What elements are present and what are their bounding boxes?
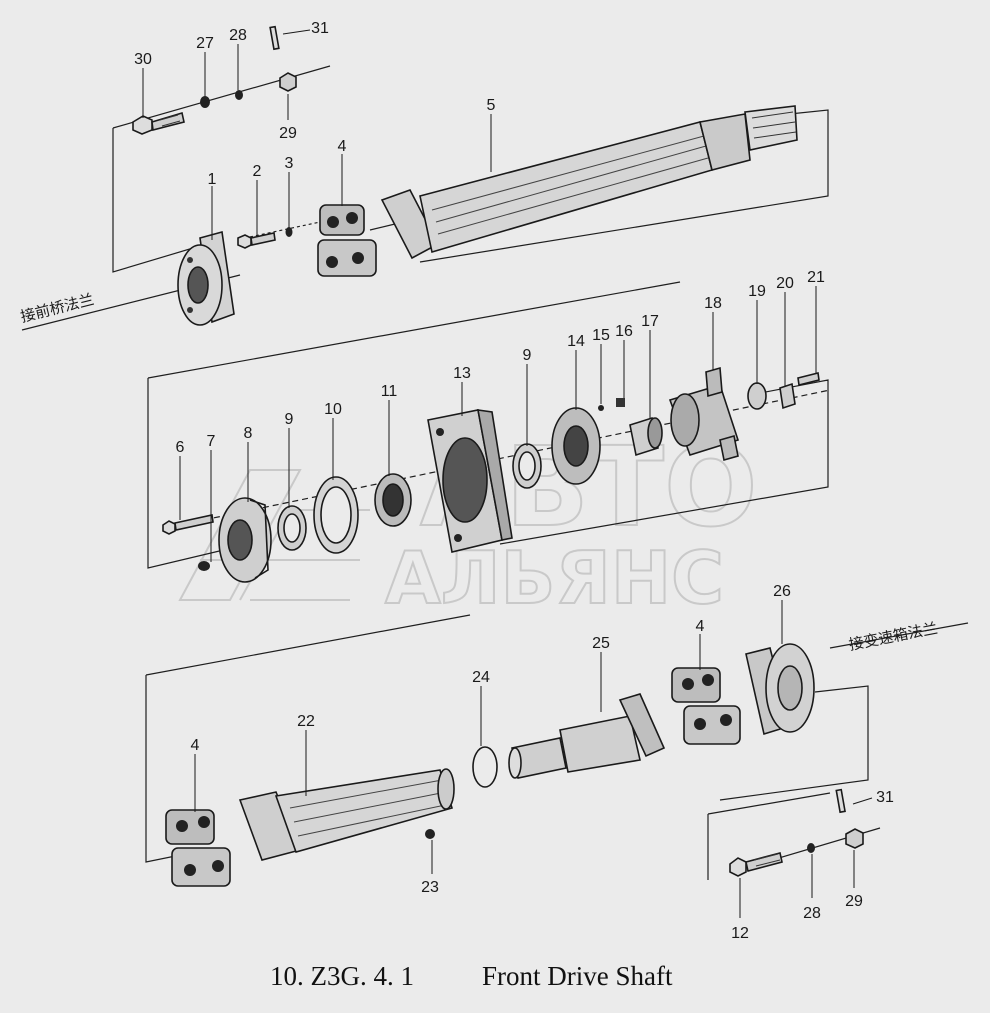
washer-28b <box>807 843 815 853</box>
callout-15: 15 <box>592 327 610 344</box>
callout-7: 7 <box>207 433 216 450</box>
callout-27: 27 <box>196 35 214 52</box>
callout-1: 1 <box>208 171 217 188</box>
sleeve-17 <box>629 416 663 457</box>
cotter-pin-31b <box>835 788 846 814</box>
bolt-21 <box>797 372 820 386</box>
callout-18: 18 <box>704 295 722 312</box>
callout-10: 10 <box>324 401 342 418</box>
flange-1 <box>177 230 235 326</box>
nut-29 <box>279 72 297 92</box>
callout-4c: 4 <box>191 737 200 754</box>
lock-plate-20 <box>779 382 796 410</box>
part-16 <box>616 398 625 407</box>
callout-28b: 28 <box>803 905 821 922</box>
callout-4a: 4 <box>338 138 347 155</box>
callout-2: 2 <box>253 163 262 180</box>
callout-22: 22 <box>297 713 315 730</box>
seal-9a <box>277 505 307 551</box>
callout-12: 12 <box>731 925 749 942</box>
universal-joint-4b <box>671 667 741 745</box>
upper-section: 接前桥法兰 <box>19 25 829 331</box>
leader-lines <box>142 29 873 918</box>
callout-30: 30 <box>134 51 152 68</box>
callout-6: 6 <box>176 439 185 456</box>
cotter-pin-31 <box>269 25 280 51</box>
bearing-housing-13 <box>427 409 513 553</box>
flange-8 <box>218 497 272 583</box>
bolt-2 <box>237 232 276 249</box>
transfer-case-flange-label: 接变速箱法兰 <box>847 619 939 654</box>
middle-section <box>147 281 831 583</box>
callout-17: 17 <box>641 313 659 330</box>
callout-29a: 29 <box>279 125 297 142</box>
caption-title: Front Drive Shaft <box>482 961 673 991</box>
callout-24: 24 <box>472 669 490 686</box>
watermark-line2: АЛЬЯНС <box>385 536 724 620</box>
part-15 <box>598 405 604 411</box>
callout-26: 26 <box>773 583 791 600</box>
flange-26 <box>745 643 815 736</box>
callout-13: 13 <box>453 365 471 382</box>
bolt-30 <box>132 111 185 135</box>
splined-shaft-25 <box>508 693 666 779</box>
washer-3 <box>285 227 293 237</box>
callout-20: 20 <box>776 275 794 292</box>
callout-9a: 9 <box>285 411 294 428</box>
yoke-18 <box>668 366 740 462</box>
universal-joint-4c <box>165 809 231 887</box>
shaft-5 <box>380 105 798 260</box>
bolt-6 <box>162 514 214 535</box>
callout-5: 5 <box>487 97 496 114</box>
bearing-11 <box>374 473 412 527</box>
callout-11: 11 <box>381 383 398 400</box>
caption-code: 10. Z3G. 4. 1 <box>270 961 414 991</box>
seal-9b <box>512 443 542 489</box>
callout-14: 14 <box>567 333 585 350</box>
callout-25: 25 <box>592 635 610 652</box>
o-ring-24 <box>472 746 498 788</box>
washer-7 <box>198 561 210 571</box>
grease-fitting-23 <box>425 829 435 839</box>
callout-21: 21 <box>807 269 825 286</box>
bearing-14 <box>551 407 601 485</box>
bolt-12 <box>729 852 783 877</box>
callout-16: 16 <box>615 323 633 340</box>
callout-31a: 31 <box>311 20 329 37</box>
washer-19 <box>747 382 767 410</box>
lower-section: 接变速箱法兰 <box>145 614 969 887</box>
callout-8: 8 <box>244 425 253 442</box>
callout-4b: 4 <box>696 618 705 635</box>
callouts: 30 27 28 31 29 5 1 2 3 4 6 7 8 9 10 11 1… <box>134 20 894 942</box>
callout-19: 19 <box>748 283 766 300</box>
callout-23: 23 <box>421 879 439 896</box>
callout-9b: 9 <box>523 347 532 364</box>
washer-28 <box>235 90 243 100</box>
figure-caption: 10. Z3G. 4. 1 Front Drive Shaft <box>270 961 673 991</box>
washer-27 <box>200 96 210 108</box>
callout-3: 3 <box>285 155 294 172</box>
tube-22 <box>238 768 455 861</box>
callout-28a: 28 <box>229 27 247 44</box>
callout-31b: 31 <box>876 789 894 806</box>
universal-joint-4a <box>317 204 377 277</box>
nut-29b <box>845 828 864 849</box>
bearing-cup-10 <box>313 476 359 554</box>
callout-29b: 29 <box>845 893 863 910</box>
